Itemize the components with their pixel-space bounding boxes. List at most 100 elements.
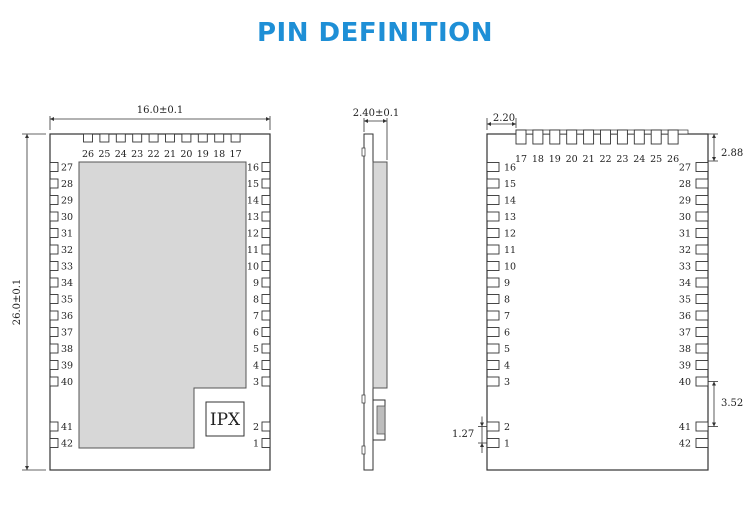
right-pad (695, 261, 709, 271)
left-pin-pad (49, 327, 59, 337)
right-pad-number: 38 (679, 344, 691, 355)
right-pin-pad (261, 178, 271, 189)
right-pad-number: 33 (679, 262, 691, 273)
right-pin-number: 10 (247, 262, 259, 273)
right-pin-number: 12 (247, 229, 259, 240)
dim-arrow (25, 134, 29, 138)
left-pad (486, 294, 500, 304)
top-pad-number: 26 (667, 154, 679, 165)
top-pin-number: 20 (180, 149, 192, 160)
left-pin-pad (49, 178, 59, 189)
right-pin-number: 8 (253, 295, 259, 306)
left-pad (486, 360, 500, 370)
right-pad (695, 294, 709, 304)
right-pin-pad (261, 294, 271, 304)
left-pad (486, 211, 500, 222)
right-pad (695, 310, 709, 321)
top-pad (515, 129, 527, 145)
left-pad (486, 195, 500, 205)
top-pin-pad (214, 133, 225, 143)
right-pin-pad (261, 162, 271, 172)
top-pad-number: 23 (616, 154, 628, 165)
page-title: PIN DEFINITION (256, 18, 494, 48)
top-pin-pad (230, 133, 241, 143)
left-pin-pad (49, 438, 59, 448)
right-pad (695, 376, 709, 387)
left-pad-number: 6 (504, 328, 510, 339)
shield-can (78, 161, 247, 449)
left-pin-pad (49, 360, 59, 370)
right-pad (695, 195, 709, 205)
right-pad-number: 32 (679, 245, 691, 256)
right-pad-number: 37 (679, 328, 691, 339)
left-pin-pad (49, 343, 59, 354)
right-pin-number: 16 (247, 163, 259, 174)
left-pad (486, 327, 500, 337)
pad-outline (486, 133, 709, 471)
top-pin-pad (148, 133, 159, 143)
side-pcb (363, 133, 374, 471)
left-pin-pad (49, 211, 59, 222)
right-pin-pad (261, 195, 271, 205)
right-pin-pad (261, 421, 271, 432)
side-edge-tab (361, 445, 366, 455)
right-pin-pad (261, 376, 271, 387)
right-pin-pad (261, 327, 271, 337)
top-pin-number: 21 (164, 149, 176, 160)
left-pin-number: 38 (61, 344, 73, 355)
side-connector-inner (376, 405, 386, 435)
dim-arrow (50, 117, 54, 121)
top-pad (667, 129, 679, 145)
left-pin-number: 28 (61, 179, 73, 190)
left-pad-number: 7 (504, 311, 510, 322)
right-pad (695, 343, 709, 354)
right-pin-number: 9 (253, 278, 259, 289)
pitch-dim-label: 1.27 (452, 429, 474, 440)
left-pin-number: 29 (61, 196, 73, 207)
top-pad-number: 20 (566, 154, 578, 165)
top-pin-pad (115, 133, 126, 143)
top-pin-pad (132, 133, 143, 143)
right-pad-number: 31 (679, 229, 691, 240)
left-pad-number: 16 (504, 163, 516, 174)
left-pad (486, 438, 500, 448)
top-pad (532, 129, 544, 145)
right-pin-number: 15 (247, 179, 259, 190)
left-pin-pad (49, 244, 59, 255)
right-pad-number: 28 (679, 179, 691, 190)
side-shield (372, 161, 388, 389)
dim-arrow (712, 157, 716, 161)
top-pad-number: 22 (599, 154, 611, 165)
right-pad-number: 29 (679, 196, 691, 207)
left-pad (486, 261, 500, 271)
right-pin-pad (261, 261, 271, 271)
width-dim-label: 16.0±0.1 (137, 105, 184, 116)
right-pin-pad (261, 360, 271, 370)
right-pin-pad (261, 228, 271, 238)
right-pad-number: 27 (679, 163, 691, 174)
left-pin-number: 34 (61, 278, 73, 289)
left-pin-number: 39 (61, 361, 73, 372)
right-pin-number: 7 (253, 311, 259, 322)
top-pad (650, 129, 662, 145)
top-pad (600, 129, 611, 145)
left-pad-number: 2 (504, 422, 510, 433)
dim-arrow (364, 119, 368, 123)
left-pin-number: 33 (61, 262, 73, 273)
top-pin-pad (181, 133, 192, 143)
dim-arrow (487, 122, 491, 126)
top-pin-number: 22 (148, 149, 160, 160)
dim-arrow (512, 122, 516, 126)
left-pin-number: 35 (61, 295, 73, 306)
left-pin-pad (49, 162, 59, 172)
top-pin-number: 25 (98, 149, 110, 160)
top-pad-number: 18 (532, 154, 544, 165)
right-pin-number: 3 (253, 377, 259, 388)
right-pin-number: 6 (253, 328, 259, 339)
top-pin-number: 17 (230, 149, 242, 160)
left-pad-number: 1 (504, 439, 510, 450)
right-pad (695, 421, 709, 432)
left-pad-number: 4 (504, 361, 510, 372)
top-pin-number: 26 (82, 149, 94, 160)
